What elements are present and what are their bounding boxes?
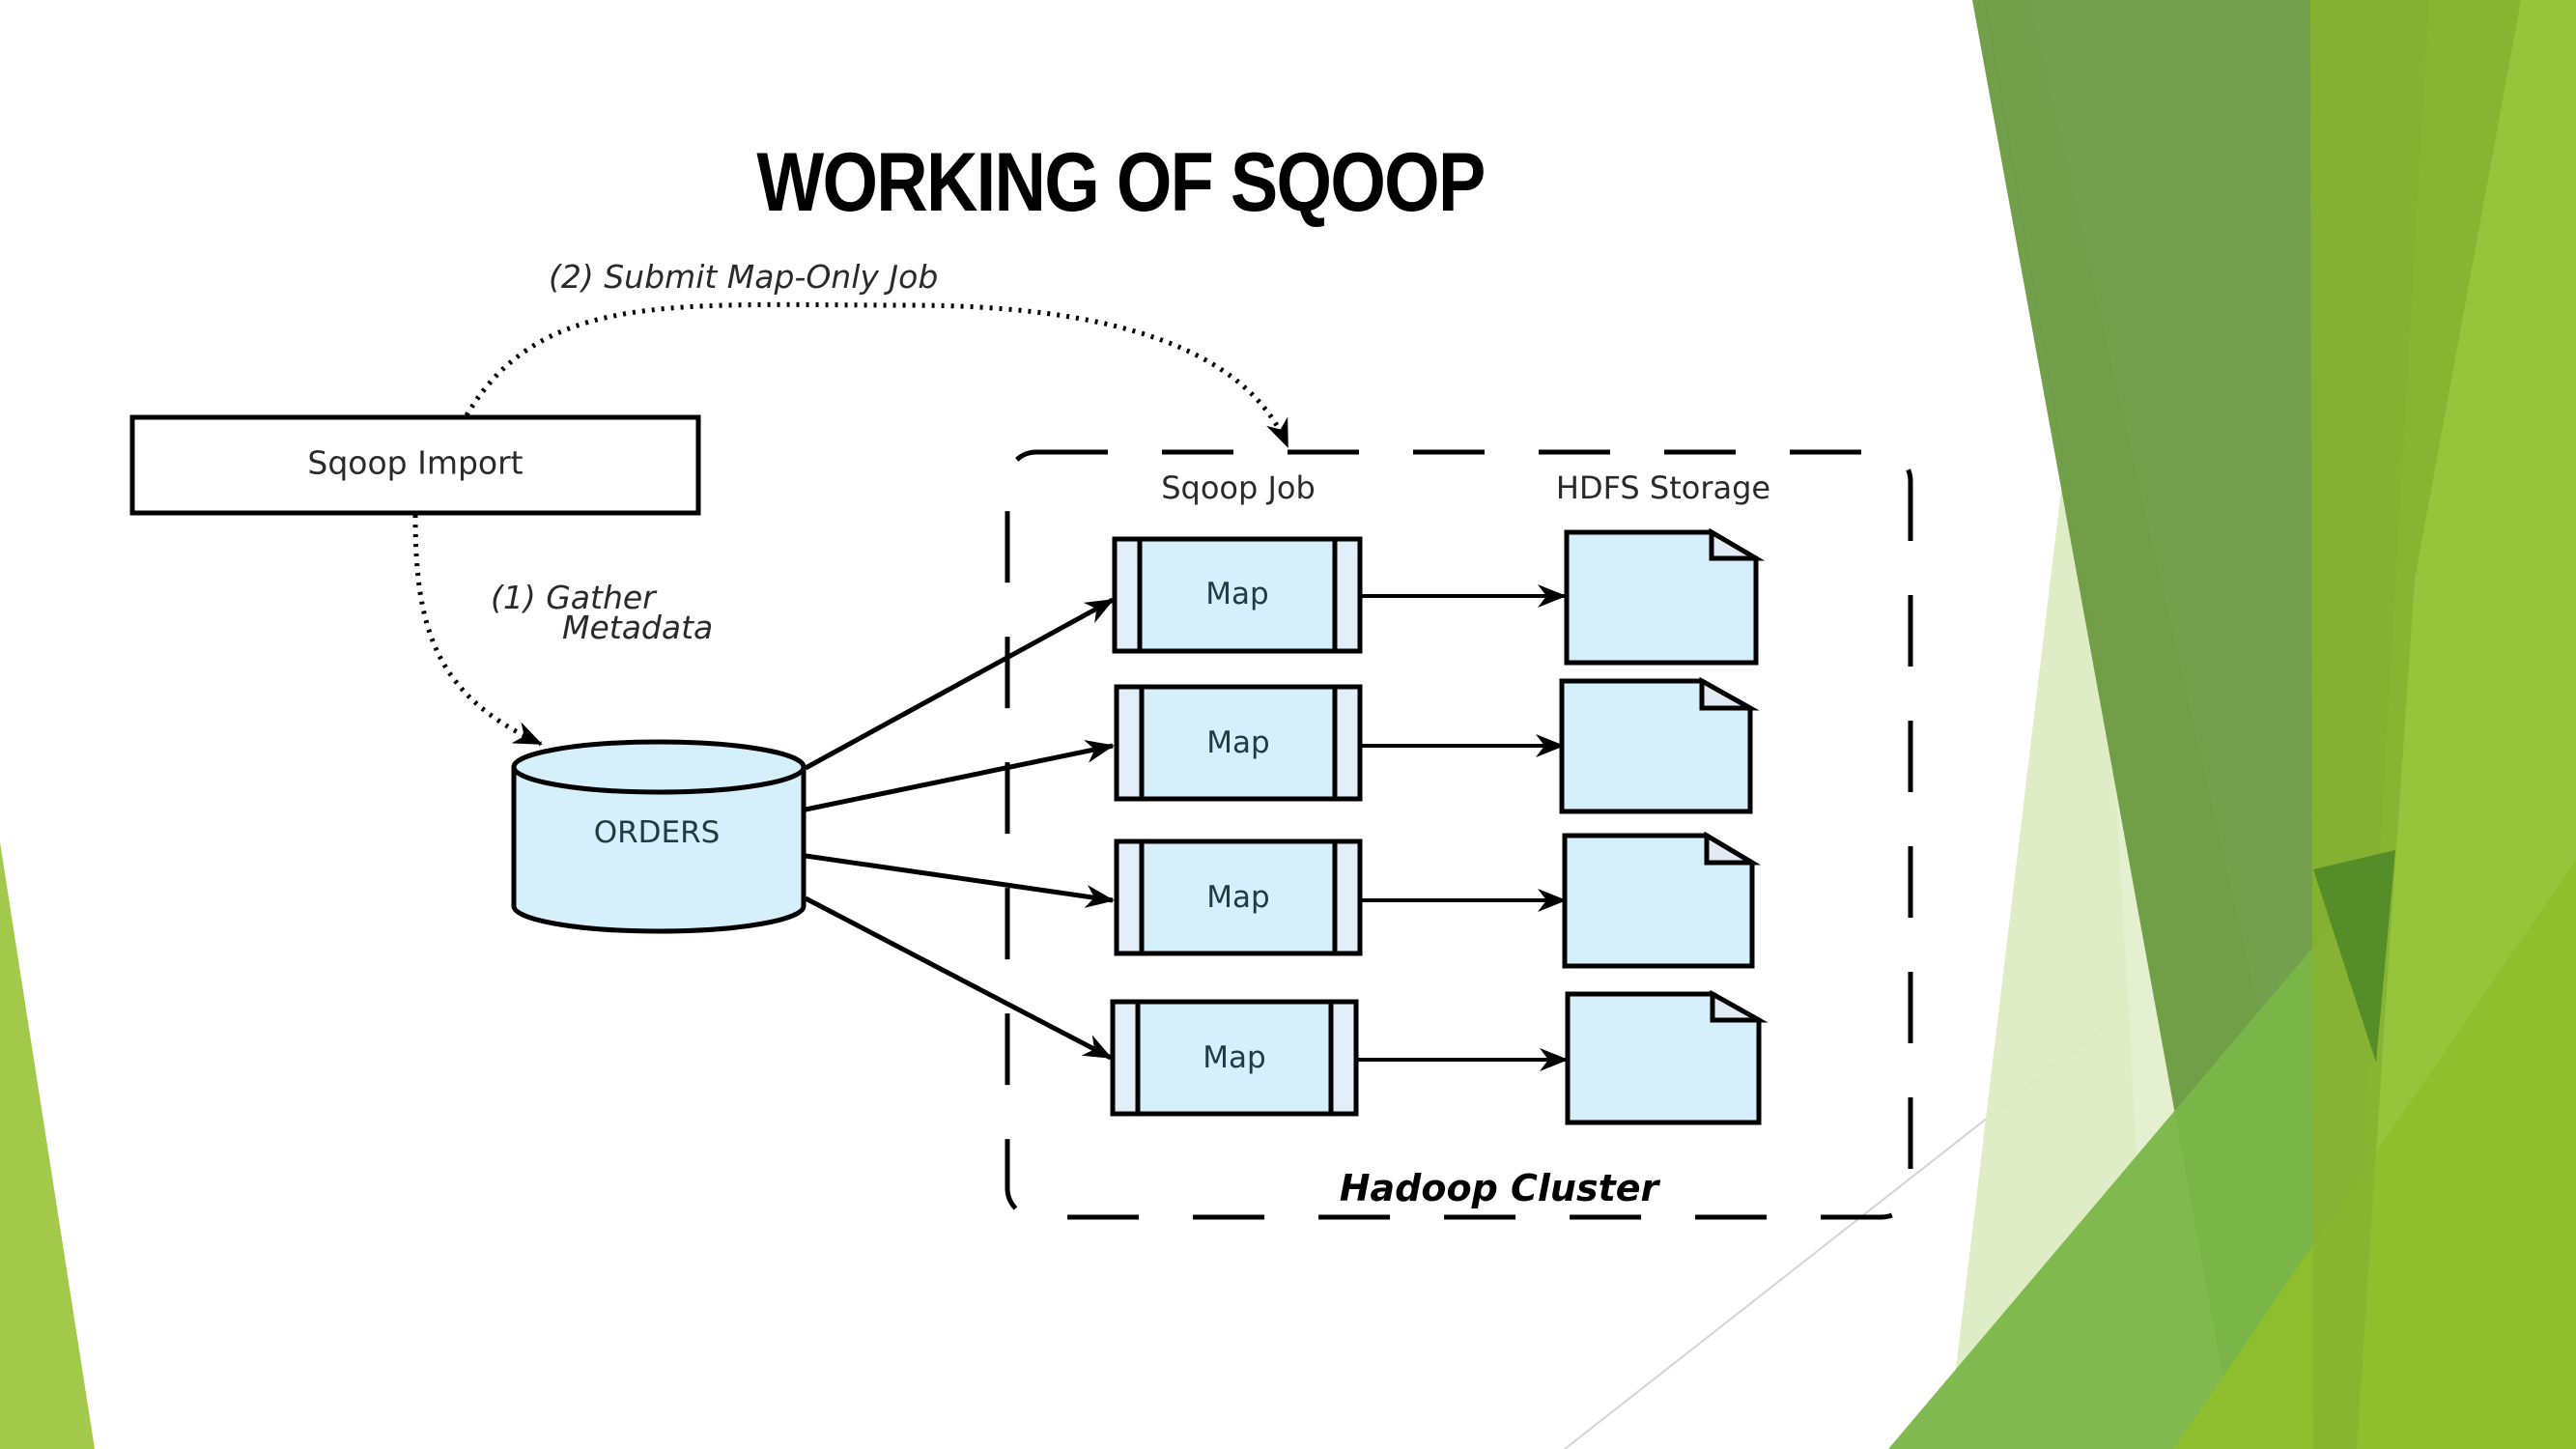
step1-label-line2: Metadata bbox=[562, 609, 713, 646]
deco-dark-band bbox=[2028, 0, 2376, 1101]
map-task-label: Map bbox=[1206, 880, 1269, 915]
orders-label: ORDERS bbox=[594, 815, 721, 850]
orders-to-map-2-arrow bbox=[805, 739, 1115, 812]
deco-lime-band bbox=[2310, 0, 2521, 1449]
step1-label-line1: (1) Gather bbox=[491, 579, 658, 616]
orders-to-map-4-arrow bbox=[804, 895, 1113, 1061]
slide-title: WORKING OF SQOOP bbox=[756, 136, 1486, 229]
map-task-label: Map bbox=[1203, 1040, 1265, 1075]
hadoop-cluster-label: Hadoop Cluster bbox=[1340, 1167, 1661, 1209]
orders-to-map-1-arrow bbox=[804, 597, 1115, 771]
hdfs-file-3 bbox=[1562, 831, 1762, 969]
map-task-4: Map bbox=[1110, 999, 1359, 1117]
sqoop-import-label: Sqoop Import bbox=[307, 444, 523, 482]
hadoop-cluster-boundary bbox=[1005, 449, 1913, 1220]
orders-database: ORDERS bbox=[511, 739, 807, 934]
hdfs-file-2 bbox=[1559, 676, 1760, 814]
step2-label: (2) Submit Map-Only Job bbox=[549, 258, 938, 296]
left-green-wedge bbox=[0, 842, 95, 1449]
gather-metadata-arrow bbox=[412, 514, 543, 747]
hdfs-storage-header: HDFS Storage bbox=[1556, 469, 1770, 506]
map-task-3: Map bbox=[1114, 838, 1363, 956]
map-task-2: Map bbox=[1114, 684, 1363, 802]
map-task-label: Map bbox=[1206, 725, 1269, 760]
sqoop-job-header: Sqoop Job bbox=[1161, 469, 1316, 506]
hdfs-file-1 bbox=[1564, 527, 1766, 666]
orders-to-map-3-arrow bbox=[805, 853, 1115, 908]
map-task-label: Map bbox=[1205, 577, 1268, 611]
map-task-1: Map bbox=[1112, 536, 1363, 654]
deco-dark-sliver bbox=[2313, 850, 2395, 1063]
hdfs-file-4 bbox=[1565, 989, 1769, 1125]
sqoop-import-box: Sqoop Import bbox=[129, 414, 701, 516]
